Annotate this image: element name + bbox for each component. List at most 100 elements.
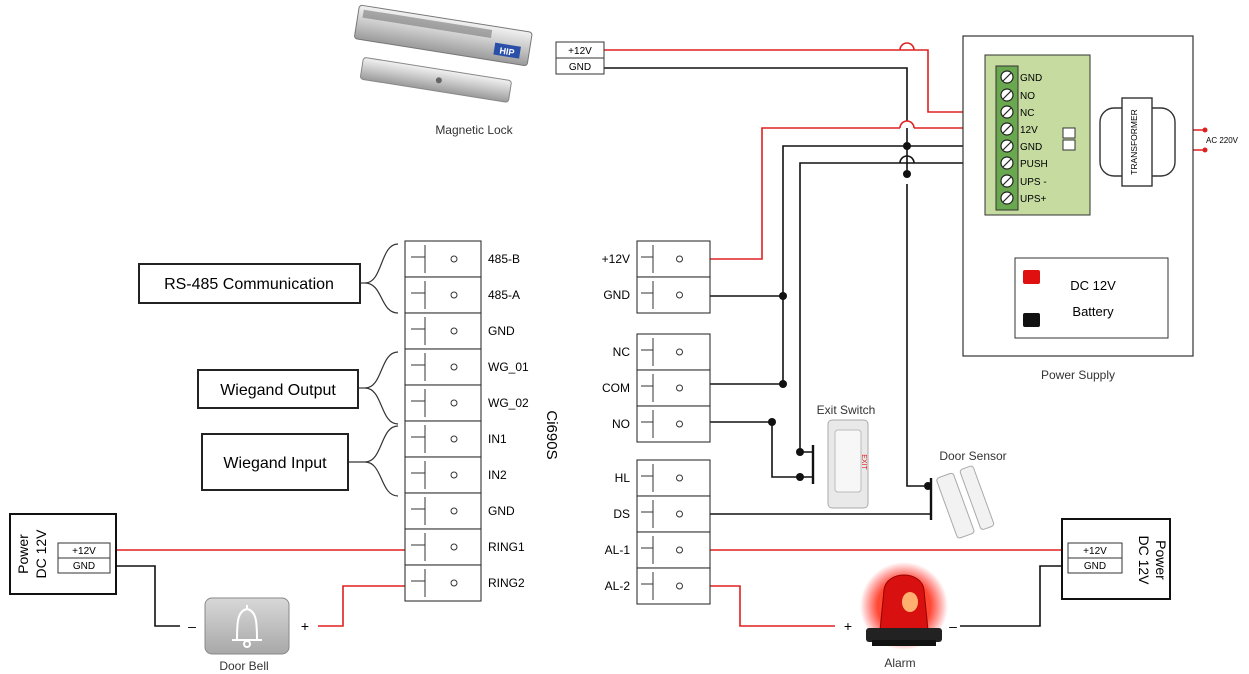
right-terminal: NO — [612, 405, 711, 443]
left-terminal-label: RING2 — [488, 576, 525, 590]
wire-lock-gnd — [604, 67, 908, 170]
wire-ctrl-12v — [710, 127, 900, 260]
right-terminal-label: HL — [615, 471, 631, 485]
left-power-title-1: DC 12V — [33, 529, 49, 579]
wire-bell-minus — [110, 565, 180, 627]
right-terminal: GND — [603, 276, 711, 314]
left-terminal-label: IN2 — [488, 468, 507, 482]
left-terminal: IN2 — [404, 456, 507, 494]
right-terminal: COM — [602, 369, 711, 407]
psu-terminal: UPS - — [1000, 174, 1047, 188]
left-terminal-label: GND — [488, 504, 515, 518]
right-terminal-label: +12V — [602, 252, 630, 266]
alarm-plus: + — [844, 618, 852, 634]
left-terminal: 485-B — [404, 240, 520, 278]
left-terminal: GND — [404, 492, 515, 530]
group-boxes: RS-485 Communication Wiegand Output Wieg… — [138, 263, 361, 491]
psu-terminal-label: PUSH — [1020, 159, 1048, 170]
right-terminal-label: NC — [613, 345, 631, 359]
alarm: + – Alarm — [844, 562, 957, 670]
right-power: Power DC 12V +12V GND — [1061, 518, 1171, 600]
right-terminal: HL — [615, 459, 711, 497]
lock-wire-label: +12V GND — [555, 41, 605, 75]
right-terminal: DS — [613, 495, 711, 533]
wire-no-exit — [710, 421, 812, 478]
battery-voltage: DC 12V — [1070, 278, 1116, 293]
right-terminal: AL-1 — [605, 531, 711, 569]
right-power-title-1: DC 12V — [1136, 535, 1152, 585]
psu-terminal: GND — [1000, 70, 1042, 84]
wire-lock-12v — [604, 49, 1000, 113]
psu-terminal-label: NO — [1020, 91, 1035, 102]
power-supply-label: Power Supply — [1041, 368, 1115, 382]
right-terminal-label: AL-2 — [605, 579, 631, 593]
right-terminal: +12V — [602, 240, 711, 278]
right-terminal-label: AL-1 — [605, 543, 631, 557]
psu-terminal: PUSH — [1000, 156, 1048, 170]
left-terminal: GND — [404, 312, 515, 350]
lock-logo — [493, 42, 521, 59]
transformer: TRANSFORMER AC 220V — [1062, 97, 1239, 187]
left-terminal-label: 485-A — [488, 288, 520, 302]
left-power: Power DC 12V +12V GND — [9, 513, 117, 595]
door-bell: – + Door Bell — [188, 597, 309, 673]
left-terminal: IN1 — [404, 420, 507, 458]
door-bell-label: Door Bell — [219, 659, 268, 673]
right-terminal-block: +12V GND NC COM NO HL DS AL-1AL-2 — [602, 240, 711, 605]
left-terminal-label: 485-B — [488, 252, 520, 266]
power-supply: GND NO NC 12V GND PUSH UPS - UPS+ TRANSFORMER A… — [962, 35, 1239, 382]
right-terminal-label: GND — [603, 288, 630, 302]
wire-lock-gnd-down — [906, 184, 928, 487]
magnetic-lock-label: Magnetic Lock — [435, 123, 513, 137]
transformer-label: TRANSFORMER — [1129, 109, 1139, 175]
psu-terminal: NO — [1000, 88, 1035, 102]
psu-terminal: 12V — [1000, 122, 1038, 136]
battery-label: Battery — [1072, 304, 1114, 319]
psu-terminal-label: GND — [1020, 73, 1042, 84]
rs485-label: RS-485 Communication — [164, 276, 334, 293]
psu-terminal-label: GND — [1020, 142, 1042, 153]
bell-minus: – — [188, 618, 196, 634]
magnetic-lock: HIP Magnetic Lock +12V GND — [354, 4, 605, 137]
alarm-minus: – — [949, 618, 957, 634]
left-terminal-block: 485-B485-AGNDWG_01WG_02IN1IN2GNDRING1RIN… — [404, 240, 529, 602]
wiegand-input-label: Wiegand Input — [223, 455, 327, 472]
left-terminal: WG_01 — [404, 348, 529, 386]
lock-brand: HIP — [499, 46, 515, 58]
door-sensor: Door Sensor — [929, 449, 1007, 539]
right-terminal-label: NO — [612, 417, 630, 431]
left-terminal-label: WG_01 — [488, 360, 529, 374]
lock-wire-12v: +12V — [568, 46, 592, 57]
wire-al2 — [710, 585, 835, 627]
bell-plus: + — [301, 618, 309, 634]
wire-right-gnd — [960, 565, 1068, 627]
right-power-12v: +12V — [1083, 546, 1107, 557]
psu-terminal-label: 12V — [1020, 125, 1038, 136]
device-name: Ci690S — [543, 410, 560, 459]
psu-terminal: NC — [1000, 105, 1034, 119]
left-terminal: 485-A — [404, 276, 520, 314]
right-terminal: NC — [613, 333, 711, 371]
right-power-title-0: Power — [1153, 540, 1169, 580]
right-power-gnd: GND — [1084, 561, 1106, 572]
left-terminal-label: WG_02 — [488, 396, 529, 410]
lock-wire-gnd: GND — [569, 62, 591, 73]
alarm-label: Alarm — [884, 656, 915, 670]
door-sensor-label: Door Sensor — [939, 449, 1006, 463]
exit-switch-text: EXIT — [860, 454, 867, 470]
left-power-title-0: Power — [15, 534, 31, 574]
right-terminal-label: DS — [613, 507, 630, 521]
psu-terminal-label: UPS - — [1020, 177, 1047, 188]
left-terminal: WG_02 — [404, 384, 529, 422]
bell-icon — [232, 605, 262, 648]
psu-terminal: GND — [1000, 139, 1042, 153]
group-brackets — [348, 243, 399, 497]
left-terminal-label: RING1 — [488, 540, 525, 554]
psu-terminal-label: UPS+ — [1020, 194, 1047, 205]
right-terminal: AL-2 — [605, 567, 711, 605]
exit-switch: Exit Switch EXIT — [811, 403, 875, 509]
wire-hops — [899, 42, 915, 164]
psu-terminal-label: NC — [1020, 108, 1034, 119]
wiegand-output-label: Wiegand Output — [220, 382, 336, 399]
